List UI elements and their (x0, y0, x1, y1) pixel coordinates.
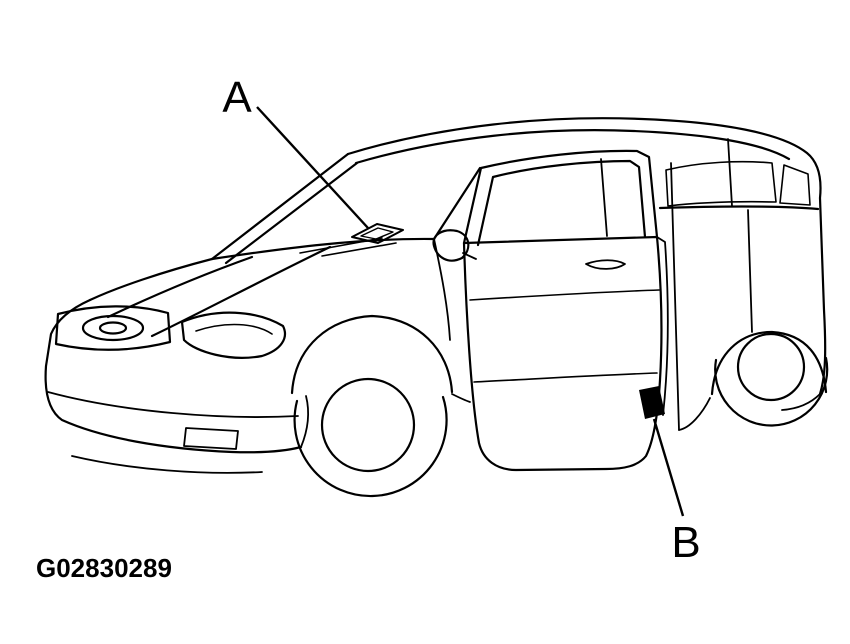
sliding-door-seam (747, 209, 753, 333)
front-rim (320, 377, 416, 473)
quarter-window-rear (779, 164, 811, 206)
grille (54, 305, 172, 351)
air-dam (71, 455, 263, 474)
rear-wheel-arch (710, 330, 828, 396)
front-tire (293, 395, 448, 498)
callout-b-group (639, 386, 685, 517)
callout-b-label: B (671, 518, 700, 567)
bumper-crease (47, 391, 299, 418)
door-edge-marker (639, 386, 665, 419)
hood-crease-1 (106, 255, 254, 319)
window-divider-rear (727, 138, 733, 207)
roofline (346, 117, 827, 396)
bumper-wheel-seam (300, 395, 309, 448)
callout-b-leader-line (652, 418, 685, 517)
door-crease-lower (473, 372, 658, 383)
quarter-window-front (665, 160, 777, 207)
door-window-frame-inner (476, 159, 647, 247)
door-panel (462, 235, 663, 472)
window-band-bottom (658, 205, 820, 211)
far-a-pillar (210, 152, 350, 261)
headlight (180, 311, 287, 359)
front-fascia-outline (44, 298, 303, 454)
near-a-pillar (432, 166, 482, 241)
door-crease-upper (469, 289, 660, 301)
rear-rim (736, 332, 806, 402)
fender-line (433, 238, 451, 341)
rocker-front (451, 393, 471, 403)
vehicle-line-art (44, 117, 829, 498)
figure-code: G02830289 (36, 553, 172, 583)
callout-a-leader-line (256, 106, 369, 229)
wiper-right (321, 242, 397, 257)
windshield-base (210, 237, 436, 261)
vin-plate-inner (360, 227, 394, 240)
door-edge-thickness (656, 236, 669, 416)
callout-a-group (256, 106, 404, 244)
b-pillar (670, 162, 680, 431)
rocker-rear (678, 397, 711, 431)
vin-plate-outline (351, 223, 404, 244)
fog-lamp (183, 427, 239, 450)
hood-edge (88, 257, 214, 302)
door-handle (585, 259, 626, 270)
door-window-divider (600, 158, 608, 237)
rear-tire (714, 356, 829, 427)
far-a-pillar-inner (224, 161, 359, 265)
callout-a-label: A (222, 73, 252, 122)
emblem-inner (98, 321, 128, 335)
front-wheel-arch (290, 314, 454, 395)
emblem-outer (81, 314, 145, 342)
rear-lower-edge (781, 393, 821, 411)
door-window-frame-outer (462, 149, 659, 245)
headlight-inner-line (195, 323, 273, 335)
roof-drip-rail (354, 129, 791, 165)
